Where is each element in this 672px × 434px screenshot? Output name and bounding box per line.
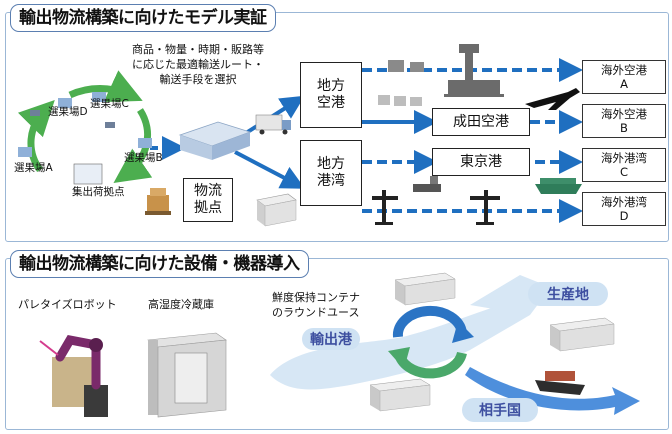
- production-area-label: 生産地: [528, 282, 608, 306]
- cold-storage-icon: [147, 332, 227, 418]
- cycle-label-d: 選果場D: [48, 106, 88, 118]
- robot-label: パレタイズロボット: [18, 298, 117, 311]
- airport-terminal-icon: [444, 44, 504, 97]
- destination-a-type: 海外空港: [601, 63, 647, 77]
- route-note-line-3: 輸送手段を選択: [159, 73, 237, 86]
- destination-airport-b: 海外空港 B: [582, 104, 666, 138]
- cargo-ship-icon: [413, 176, 582, 194]
- tokyo-port-box: 東京港: [432, 148, 530, 176]
- airplane-icon: [525, 88, 580, 110]
- cycle-label-c: 選果場C: [90, 98, 129, 110]
- regional-airport-box: 地方 空港: [300, 62, 362, 128]
- destination-b-code: B: [620, 121, 628, 135]
- cycle-label-hub: 集出荷拠点: [72, 186, 125, 198]
- round-use-cycle-icon: [388, 305, 474, 379]
- destination-a-code: A: [620, 77, 628, 91]
- palletizing-robot-icon: [39, 334, 108, 417]
- route-note-line-2: に応じた最適輸送ルート・: [132, 58, 264, 71]
- top-section-title: 輸出物流構築に向けたモデル実証: [10, 4, 276, 32]
- partner-country-label: 相手国: [462, 398, 538, 422]
- bottom-diagram-graphics: [39, 272, 640, 418]
- fridge-label: 高湿度冷蔵庫: [148, 298, 214, 311]
- container-roundtrip-note: 鮮度保持コンテナ のラウンドユース: [272, 290, 360, 320]
- pallet-boxes-icon: [145, 188, 171, 215]
- reefer-container-icons: [369, 272, 615, 412]
- bottom-panel: [5, 258, 669, 430]
- top-panel: [5, 12, 669, 242]
- destination-port-d: 海外港湾 D: [582, 192, 666, 226]
- truck-icon: [255, 114, 291, 135]
- regional-port-box: 地方 港湾: [300, 140, 362, 206]
- destination-c-code: C: [619, 165, 629, 179]
- cycle-label-b: 選果場B: [124, 152, 163, 164]
- narita-airport-box: 成田空港: [432, 108, 530, 136]
- gantry-crane-icons: [372, 190, 500, 225]
- export-flow-arrow: [465, 367, 640, 415]
- japan-map-shape: [270, 275, 545, 390]
- destination-c-type: 海外港湾: [601, 151, 647, 165]
- route-selection-note: 商品・物量・時期・販路等 に応じた最適輸送ルート・ 輸送手段を選択: [118, 42, 278, 87]
- bottom-section-title: 輸出物流構築に向けた設備・機器導入: [10, 250, 309, 278]
- cycle-label-a: 選果場A: [14, 162, 53, 174]
- destination-d-type: 海外港湾: [601, 195, 647, 209]
- logistics-hub-box: 物流 拠点: [183, 178, 233, 222]
- cargo-handling-icons: [378, 60, 424, 106]
- route-note-line-1: 商品・物量・時期・販路等: [132, 43, 264, 56]
- destination-port-c: 海外港湾 C: [582, 148, 666, 182]
- export-port-label: 輸出港: [302, 328, 360, 350]
- destination-airport-a: 海外空港 A: [582, 60, 666, 94]
- top-diagram-graphics: [17, 44, 583, 227]
- farm-house-icons: [18, 92, 152, 185]
- container-ship-icon: [535, 371, 585, 395]
- container-icon: [256, 193, 297, 227]
- destination-d-code: D: [619, 209, 629, 223]
- destination-b-type: 海外空港: [601, 107, 647, 121]
- container-note-line-1: 鮮度保持コンテナ: [272, 291, 360, 304]
- container-note-line-2: のラウンドユース: [272, 306, 360, 319]
- warehouse-icon: [178, 121, 252, 160]
